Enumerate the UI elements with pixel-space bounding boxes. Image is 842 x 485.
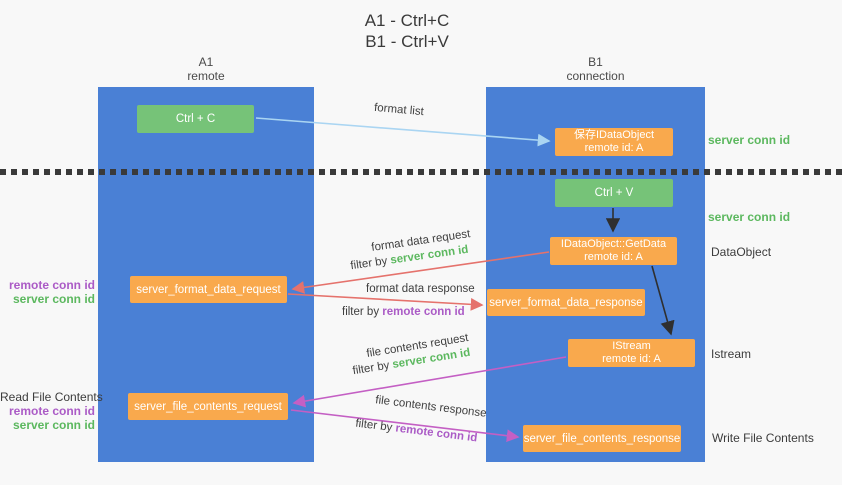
label-read-file-contents-wrap: Read File Contents [0,390,103,404]
node-save-idataobject-line1: 保存IDataObject [573,128,655,141]
phase-separator-line [0,169,842,175]
title-line-1: A1 - Ctrl+C [364,11,450,30]
label-server-conn-id-1: server conn id [12,292,95,306]
node-ctrl-v-label: Ctrl + V [594,187,634,199]
remote-conn-id-keyword: remote conn id [394,422,478,445]
filter-by-text: filter by [342,306,380,318]
node-getdata-line1: IDataObject::GetData [560,237,667,250]
filter-by-text: filter by [351,359,391,378]
label-remote-conn-id-1: remote conn id [8,278,95,292]
edge-label-file-contents-response: file contents response [374,394,488,420]
lane-b1-name: B1 [588,55,603,69]
node-getdata-line2: remote id: A [584,251,643,263]
lane-a1-name: A1 [198,55,214,69]
lane-b1-role: connection [566,69,625,83]
node-server-file-contents-request: server_file_contents_request [128,393,288,420]
node-server-format-data-response: server_format_data_response [487,289,645,316]
node-format-request-label: server_format_data_request [136,283,281,296]
node-save-idataobject: 保存IDataObject remote id: A [555,128,673,156]
left-conn-id-group-2: remote conn id server conn id [0,404,95,432]
node-file-request-label: server_file_contents_request [134,400,282,413]
node-server-file-contents-response: server_file_contents_response [523,425,681,452]
label-dataobject: DataObject [711,245,772,259]
label-server-conn-id-mid: server conn id [708,210,791,224]
filter-by-text: filter by [354,417,393,434]
node-file-response-label: server_file_contents_response [523,432,681,445]
node-istream-line1: IStream [612,339,651,352]
label-remote-conn-id-2: remote conn id [8,404,95,418]
label-write-file-contents: Write File Contents [712,431,814,445]
title-line-2: B1 - Ctrl+V [365,32,449,51]
node-idataobject-getdata: IDataObject::GetData remote id: A [550,237,677,265]
label-read-file-contents: Read File Contents [0,390,103,404]
edge-label-format-data-response: format data response [366,283,475,295]
node-ctrl-c: Ctrl + C [137,105,254,133]
node-save-idataobject-line2: remote id: A [584,142,644,154]
node-istream-line2: remote id: A [602,353,661,365]
left-conn-id-group-1: remote conn id server conn id [0,278,95,306]
remote-conn-id-keyword: remote conn id [382,306,465,318]
edge-label-file-response-filter: filter by remote conn id [355,418,478,445]
node-ctrl-c-label: Ctrl + C [175,113,216,125]
lane-header-b1: B1 connection [486,55,705,83]
diagram-title: A1 - Ctrl+C B1 - Ctrl+V [0,10,828,52]
edge-format-response-line [287,293,484,311]
node-ctrl-v: Ctrl + V [555,179,673,207]
edge-label-format-list: format list [373,101,425,119]
lane-a1-role: remote [187,69,225,83]
lane-header-a1: A1 remote [98,55,314,83]
label-server-conn-id-top: server conn id [708,133,791,147]
node-istream: IStream remote id: A [568,339,695,367]
label-istream: Istream [711,347,752,361]
node-server-format-data-request: server_format_data_request [130,276,287,303]
node-format-response-label: server_format_data_response [489,296,643,309]
filter-by-text: filter by [349,255,389,273]
label-server-conn-id-2: server conn id [12,418,95,432]
edge-label-format-response-filter: filter by remote conn id [342,306,465,318]
